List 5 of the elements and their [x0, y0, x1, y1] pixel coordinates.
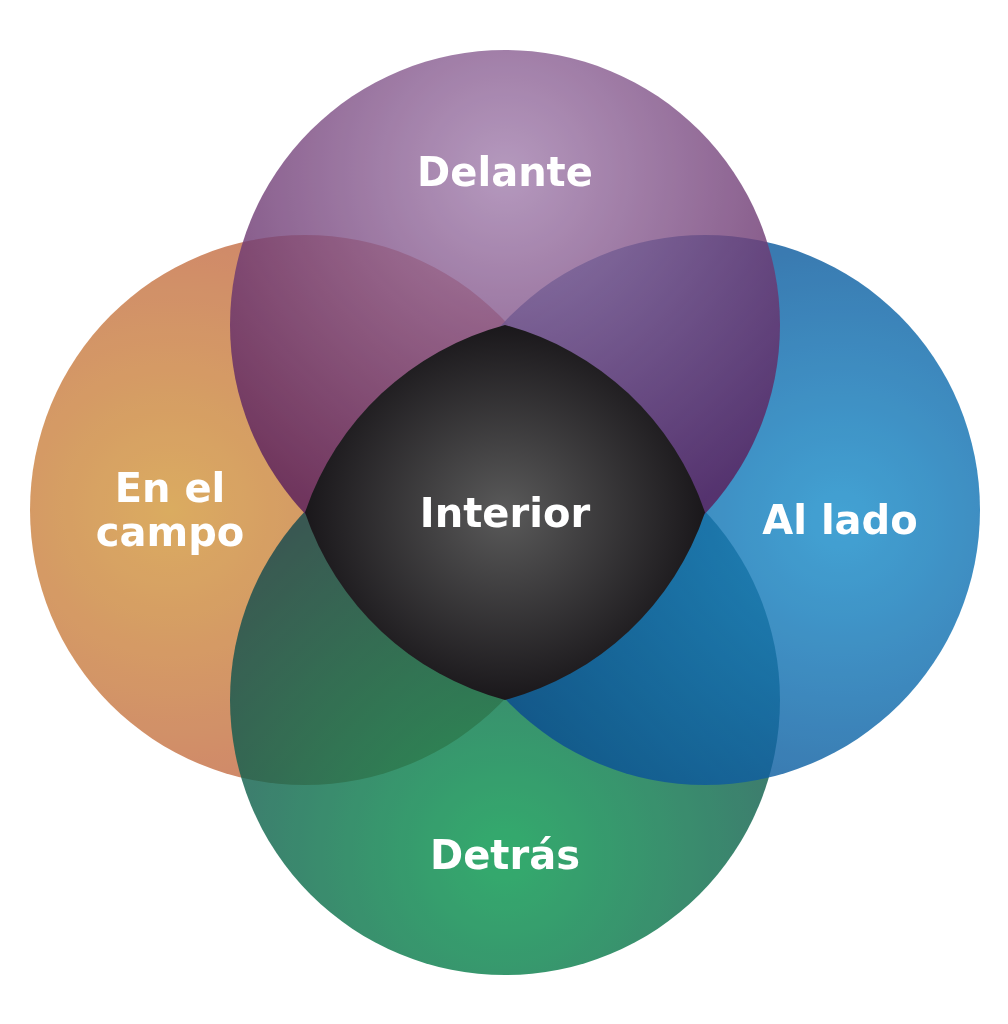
region-label: En el campo: [94, 466, 246, 554]
region-label: Al lado: [761, 498, 919, 542]
region-label: Delante: [416, 150, 594, 194]
region-label: Interior: [418, 490, 592, 535]
region-label: Detrás: [429, 833, 581, 877]
